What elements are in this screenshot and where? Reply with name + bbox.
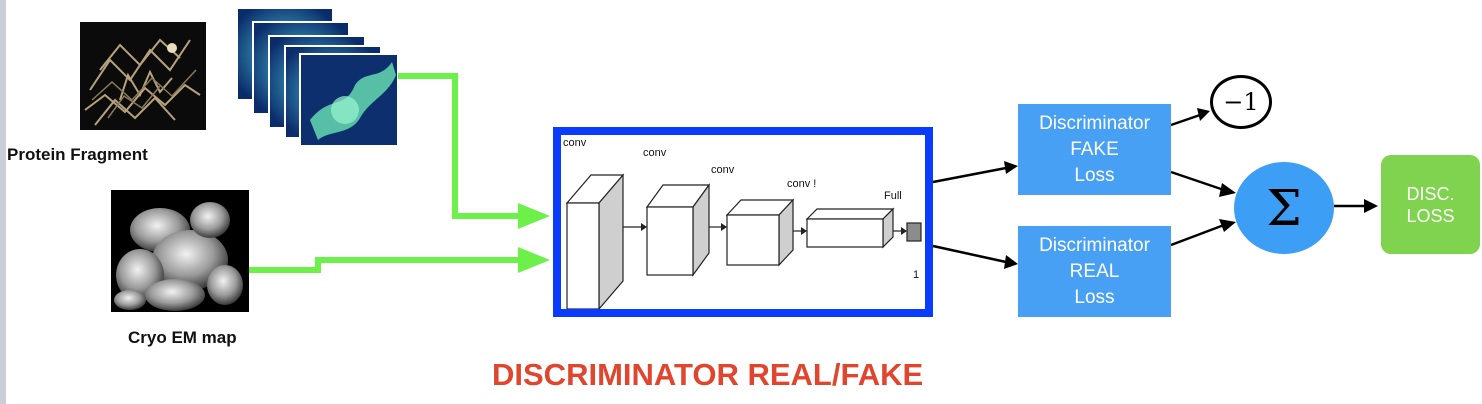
fake-loss-line-1: Discriminator <box>1039 112 1150 134</box>
layer-label-conv-2: conv <box>643 147 667 159</box>
discriminator-real-loss-box: Discriminator REAL Loss <box>1018 226 1171 317</box>
negative-one-node: −1 <box>1210 75 1272 129</box>
layer-label-conv-3: conv <box>711 164 735 176</box>
disc-loss-box: DISC. LOSS <box>1381 155 1480 254</box>
real-loss-line-1: Discriminator <box>1039 234 1150 256</box>
diagram-title: DISCRIMINATOR REAL/FAKE <box>492 357 924 392</box>
cryo-em-map-label: Cryo EM map <box>128 328 237 347</box>
output-tick-label: 1 <box>913 269 920 281</box>
layer-label-conv-1: conv <box>563 137 587 149</box>
protein-fragment-label: Protein Fragment <box>7 145 148 164</box>
fake-loss-line-2: FAKE <box>1070 138 1119 160</box>
real-loss-line-3: Loss <box>1074 286 1115 308</box>
disc-loss-line-1: DISC. <box>1406 183 1455 204</box>
layer-label-full: Full <box>884 190 902 202</box>
sum-icon: Σ <box>1234 162 1334 254</box>
network-layers-diagram <box>565 173 922 309</box>
real-loss-line-2: REAL <box>1069 260 1120 282</box>
left-edge-bar <box>0 0 6 404</box>
disc-loss-line-2: LOSS <box>1406 205 1455 226</box>
layer-label-conv-4: conv ! <box>787 178 817 190</box>
discriminator-network: conv conv conv conv ! Full 1 <box>553 127 933 317</box>
discriminator-fake-loss-box: Discriminator FAKE Loss <box>1018 104 1171 195</box>
fake-loss-line-3: Loss <box>1074 164 1115 186</box>
